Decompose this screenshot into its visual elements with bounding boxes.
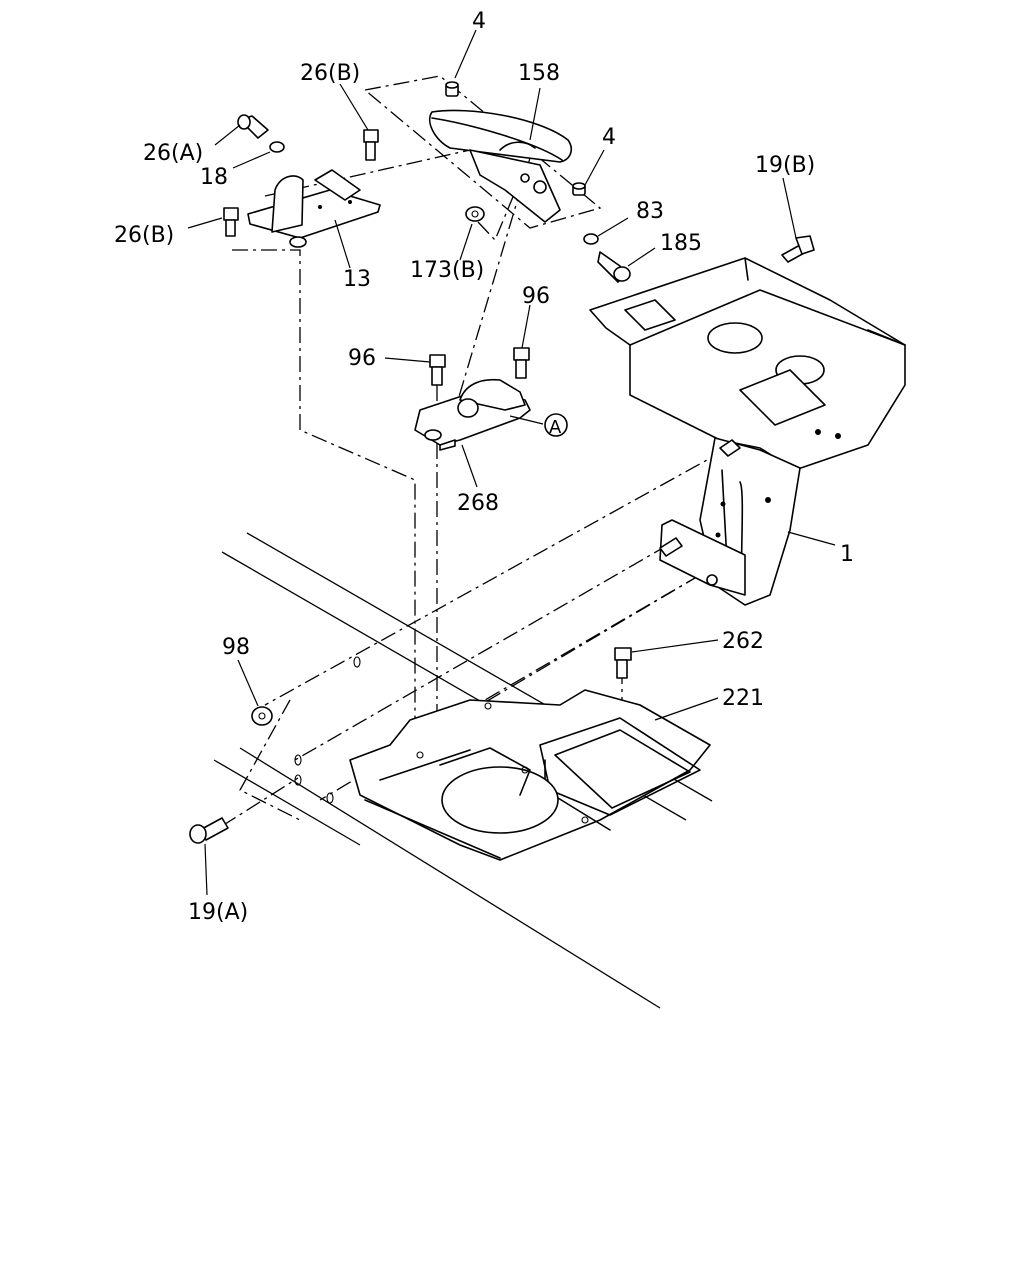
callout-19b: 19(B) [755,153,815,178]
callout-13: 13 [343,267,371,292]
part-26b-top-bolt [363,129,379,161]
part-18-washer [269,141,285,153]
callout-185: 185 [660,231,702,256]
callout-26b-left: 26(B) [114,223,174,248]
callout-158: 158 [518,61,560,86]
callout-26a: 26(A) [143,141,203,166]
callout-4-top: 4 [472,9,486,34]
part-19b-bolt [781,235,815,263]
part-158-handle [428,109,572,223]
part-173b-nut [465,206,485,222]
part-185-pin [597,251,631,283]
part-stud [659,537,683,557]
callout-83: 83 [636,199,664,224]
callout-18: 18 [200,165,228,190]
part-stud-upper [719,439,741,457]
part-19a-bolt [189,817,229,844]
part-96-left-bolt [429,354,446,386]
callout-262: 262 [722,629,764,654]
callout-98: 98 [222,635,250,660]
callout-268: 268 [457,491,499,516]
callout-a: A [549,417,562,438]
part-26b-left-bolt [223,207,239,237]
part-13-bracket [247,169,381,248]
part-4-right-nut [572,182,586,196]
part-4-top-nut [445,81,459,97]
callout-26b-top: 26(B) [300,61,360,86]
part-268-guide [414,378,531,451]
part-98-nut [251,706,273,726]
callout-1: 1 [840,542,854,567]
part-83-washer [583,233,599,245]
part-262-bolt [614,647,632,679]
part-96-right-bolt [513,347,530,379]
callout-96-right: 96 [522,284,550,309]
part-26a-bolt [237,114,269,139]
callout-221: 221 [722,686,764,711]
callout-19a: 19(A) [188,900,248,925]
leader-lines [187,29,836,896]
callout-labels: 4 158 26(B) 26(A) 18 4 19(B) 26(B) 83 18… [114,9,854,925]
part-221-cover [349,689,711,861]
hole-markers [294,656,361,804]
callout-4-right: 4 [602,125,616,150]
callout-96-left: 96 [348,346,376,371]
callout-173b: 173(B) [410,258,484,283]
part-1-stand [589,257,906,606]
reference-a-circle [544,413,568,437]
